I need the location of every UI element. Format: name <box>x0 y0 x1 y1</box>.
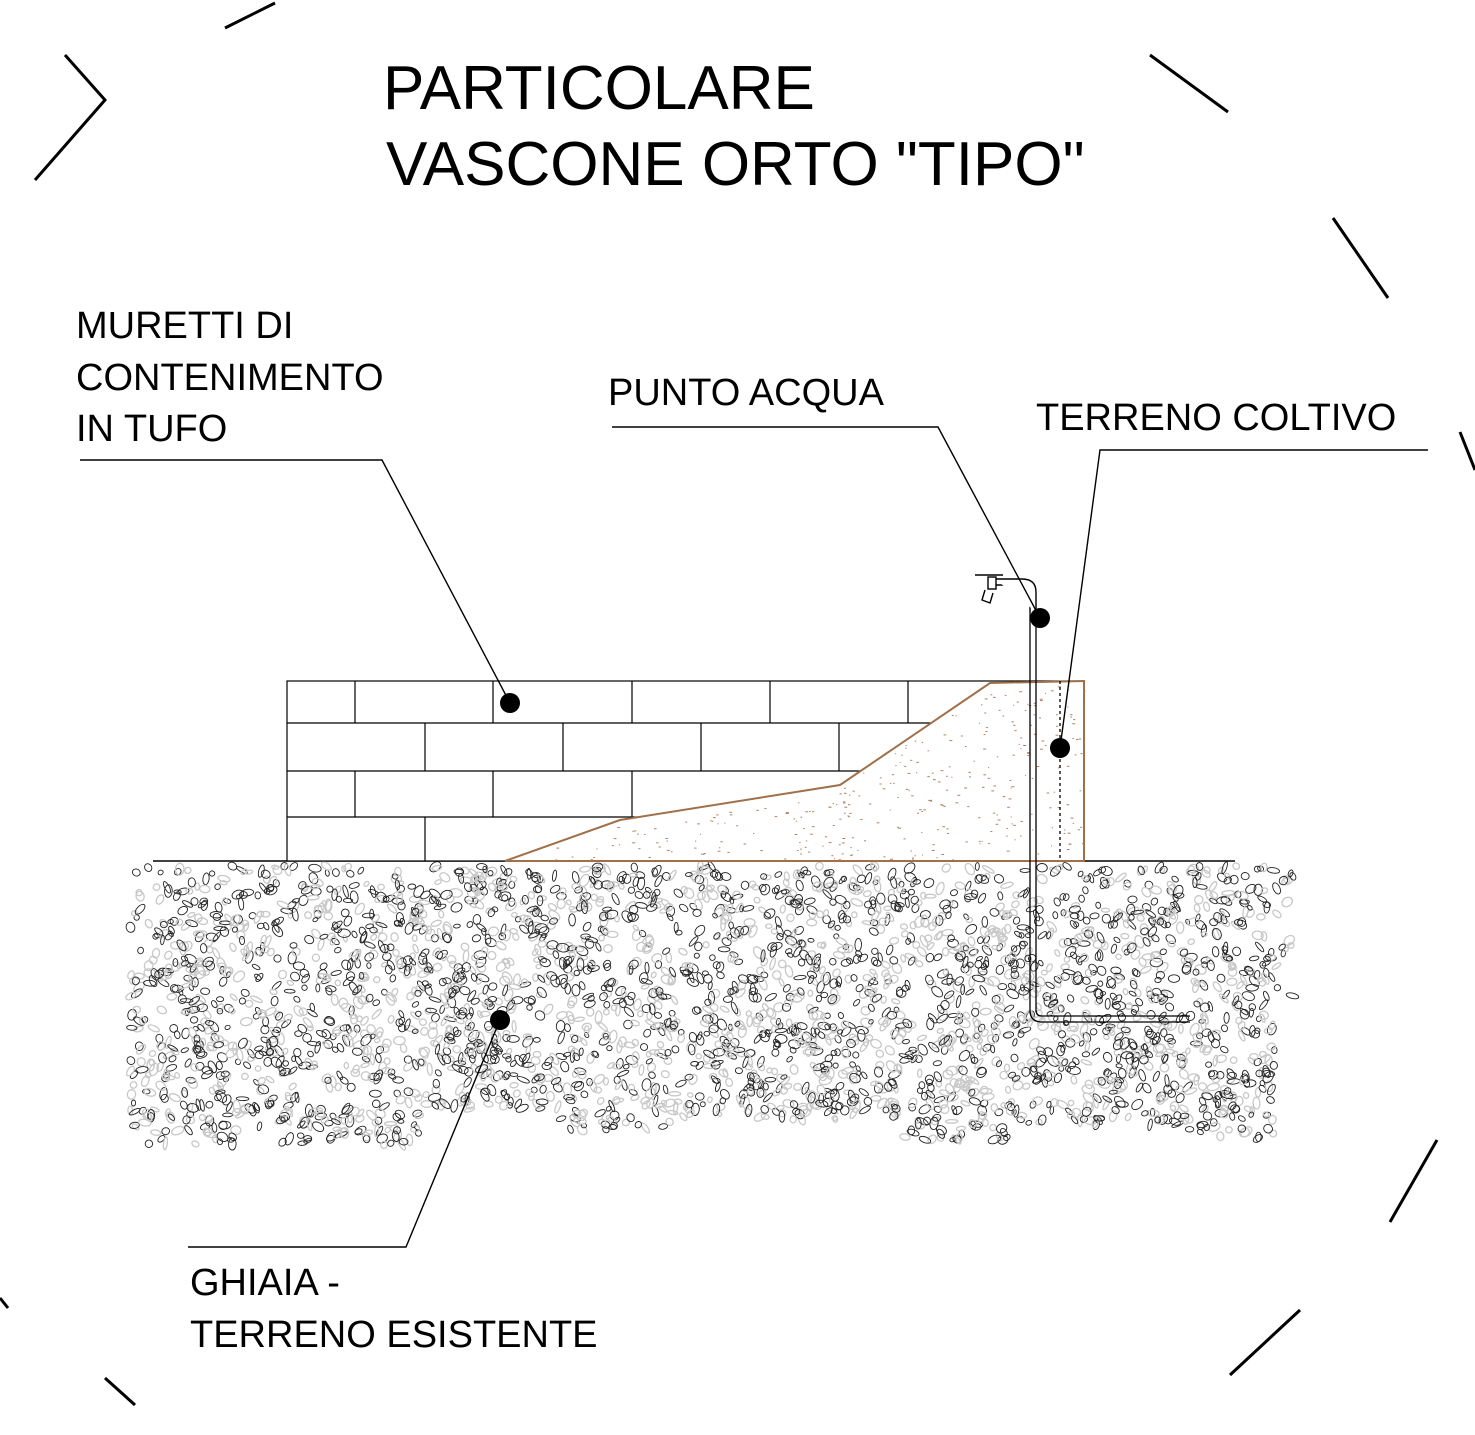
wall-label-line-2: CONTENIMENTO <box>76 357 384 399</box>
gravel-label-line-1: GHIAIA - <box>190 1262 340 1304</box>
title-line-2: VASCONE ORTO "TIPO" <box>386 130 1085 199</box>
cultivated-soil <box>504 679 1086 862</box>
soil-label: TERRENO COLTIVO <box>1036 397 1396 439</box>
wall-leader-dot <box>500 693 520 713</box>
gravel-layer <box>125 860 1300 1151</box>
leader-lines <box>80 426 1428 1248</box>
circular-frame <box>0 1 1475 1407</box>
wall-label-line-3: IN TUFO <box>76 408 227 450</box>
water-tap-icon <box>975 574 1037 612</box>
gravel-label-line-2: TERRENO ESISTENTE <box>190 1314 598 1356</box>
gravel-leader-dot <box>490 1010 510 1030</box>
soil-leader-dot <box>1050 738 1070 758</box>
water-pipe <box>1029 612 1190 1023</box>
water-label: PUNTO ACQUA <box>608 372 885 414</box>
title-line-1: PARTICOLARE <box>383 54 815 123</box>
wall-label-line-1: MURETTI DI <box>76 305 293 347</box>
water-leader-dot <box>1030 608 1050 628</box>
